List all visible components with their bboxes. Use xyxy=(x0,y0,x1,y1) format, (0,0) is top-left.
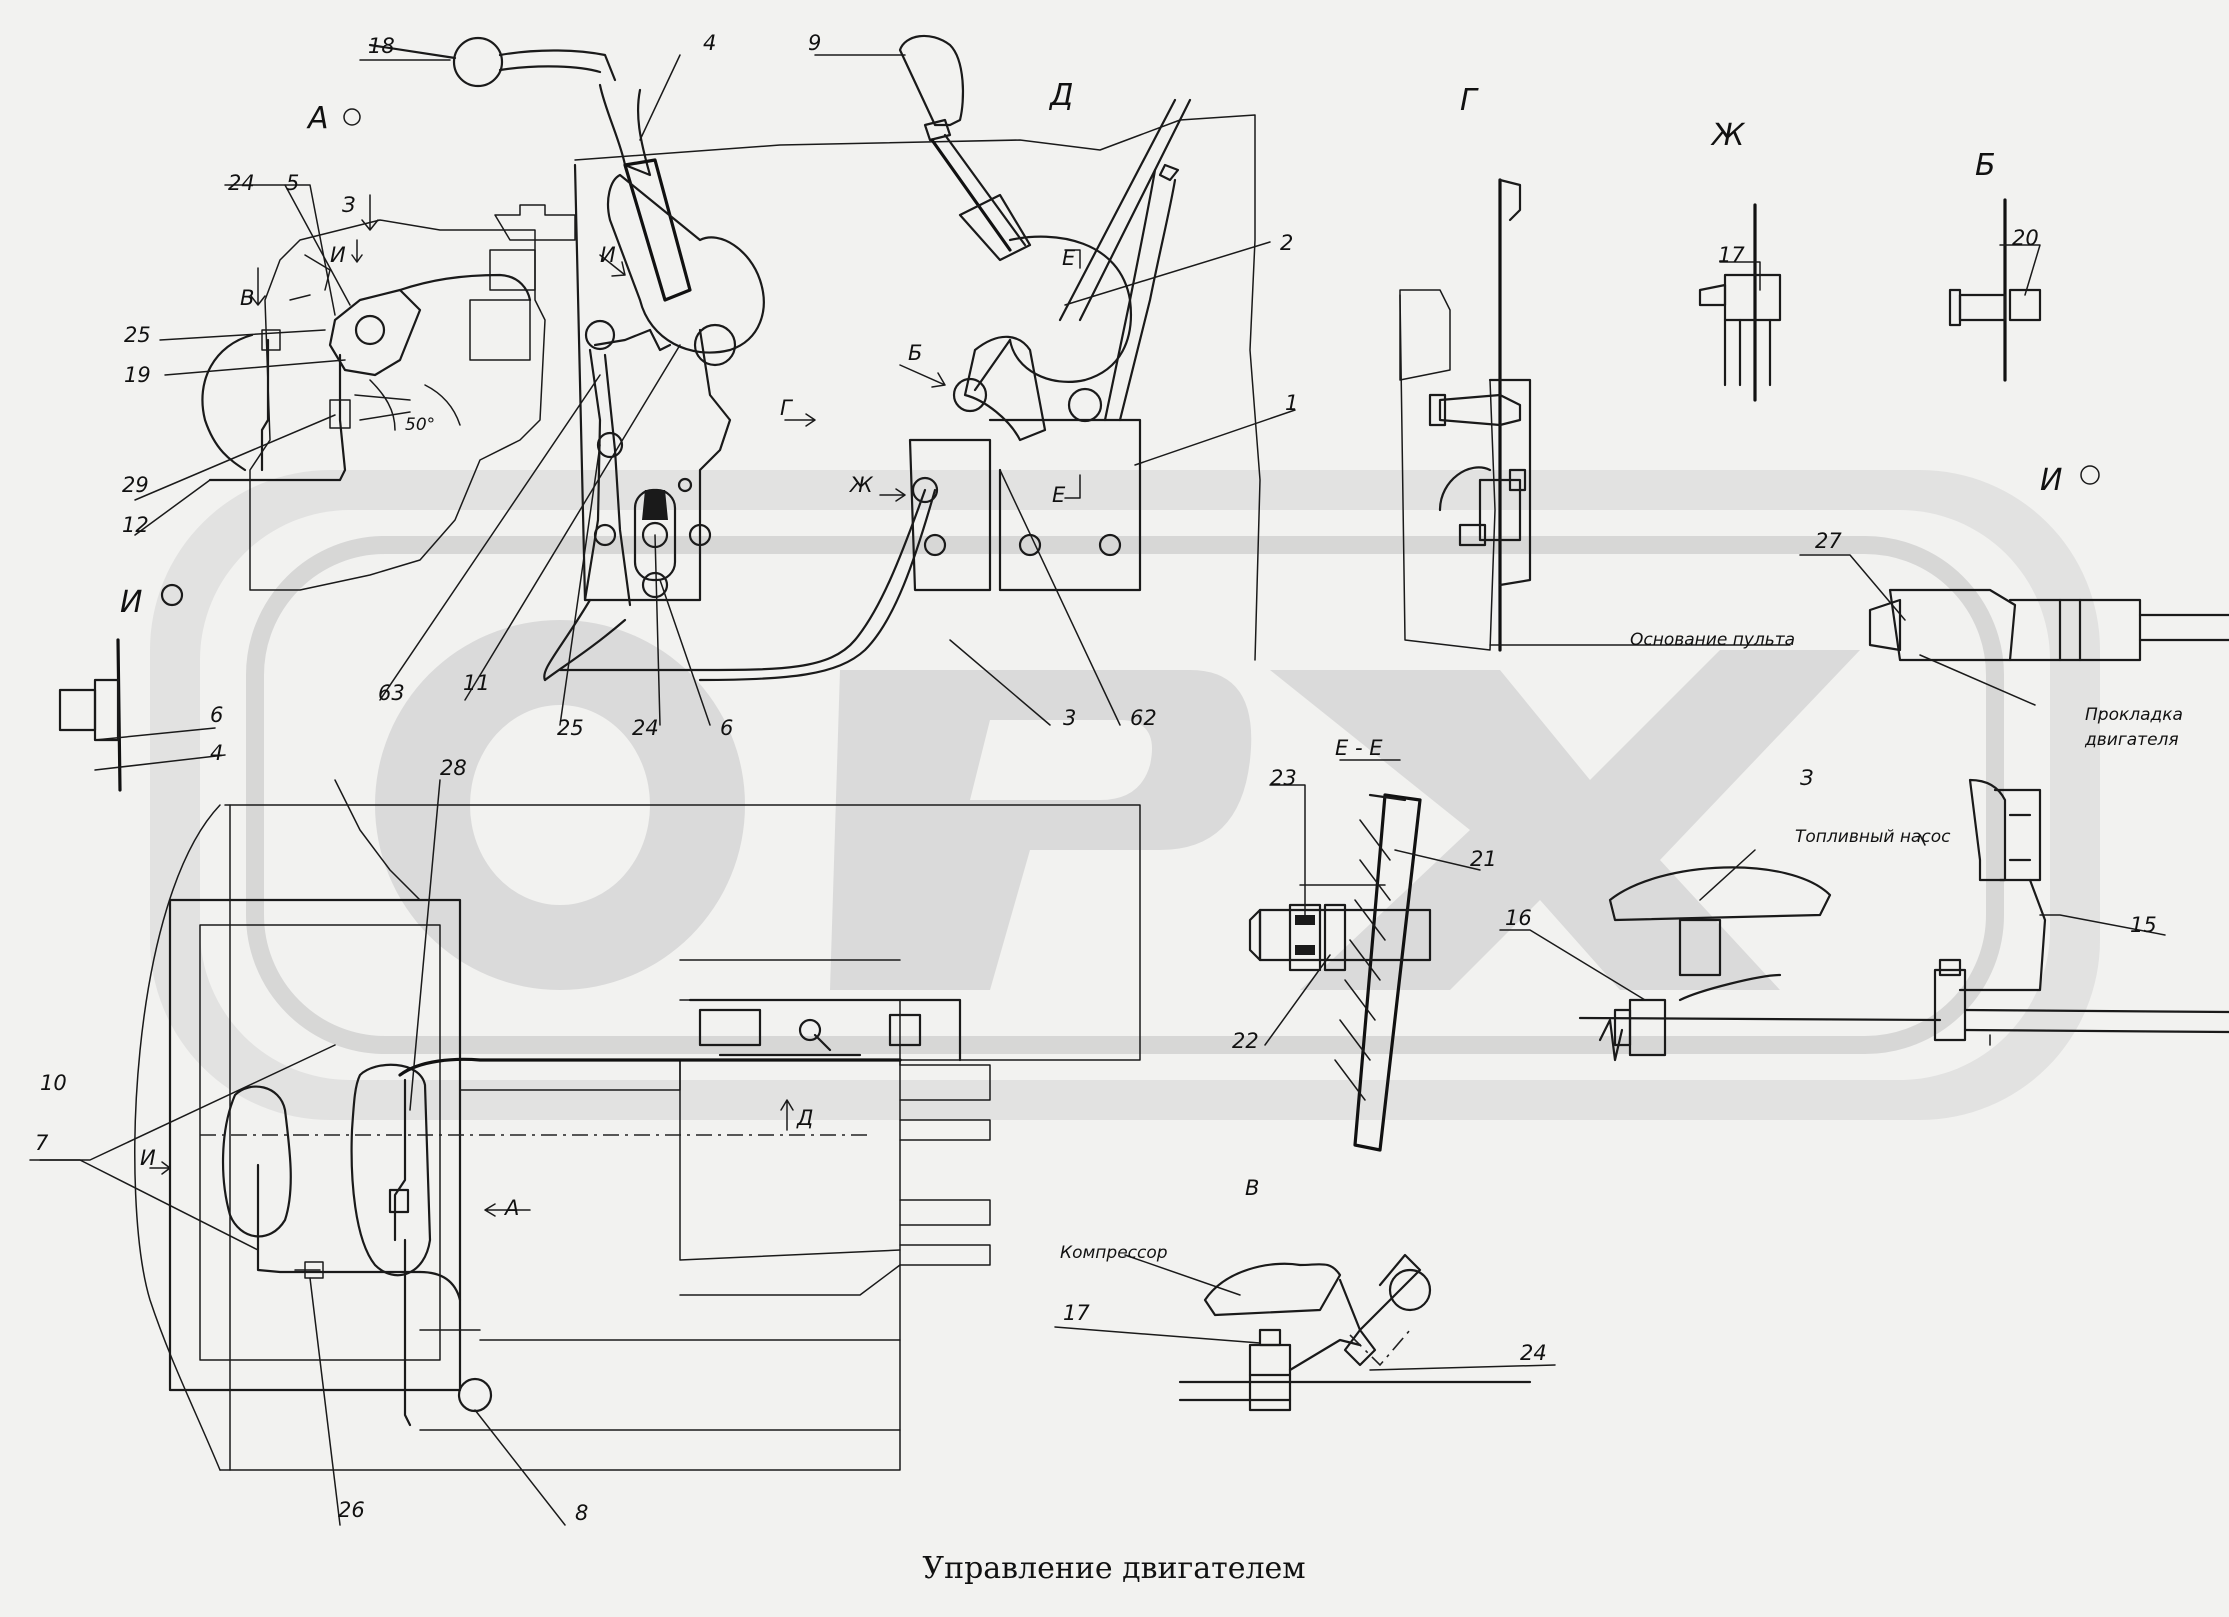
part-label: 4 xyxy=(703,31,716,55)
knob-18 xyxy=(368,36,617,88)
section-ee xyxy=(1248,793,1432,1152)
part-label: 17 xyxy=(1063,1301,1090,1325)
part-label: 24 xyxy=(1520,1341,1547,1365)
view-label: Е - Е xyxy=(1335,736,1383,760)
hand-lever-assembly xyxy=(558,34,1192,682)
part-label: 63 xyxy=(378,681,405,705)
view-label: Г xyxy=(780,396,794,420)
part-label: 11 xyxy=(463,671,490,695)
annotations: Основание пульта Прокладка двигателя Топ… xyxy=(405,415,2183,1263)
view-i-right xyxy=(1868,588,2229,662)
part-label: 4 xyxy=(210,741,223,765)
view-label: Д xyxy=(796,1106,813,1130)
part-label: 28 xyxy=(440,756,467,780)
part-label: 1 xyxy=(1285,391,1298,415)
view-label: И xyxy=(140,1146,156,1170)
view-letter-labels: А Д Г Ж Б И И З В И И Б Г Ж Е Е Е - Е З … xyxy=(120,78,2062,1220)
part-label: 6 xyxy=(210,703,223,727)
part-label: 2 xyxy=(1280,231,1293,255)
watermark-logo xyxy=(150,470,2100,1120)
part-label: 26 xyxy=(338,1498,365,1522)
part-label: 8 xyxy=(575,1501,588,1525)
fuel-pump-note: Топливный насос xyxy=(1795,827,1951,847)
part-label: 6 xyxy=(720,716,733,740)
view-label: И xyxy=(2040,463,2062,498)
view-markers xyxy=(149,108,2100,1217)
part-label: 25 xyxy=(124,323,151,347)
view-g-panel xyxy=(1399,178,1532,652)
part-label: 23 xyxy=(1270,766,1297,790)
view-label: Ж xyxy=(1710,118,1746,153)
part-label: 25 xyxy=(557,716,584,740)
part-label: 22 xyxy=(1232,1029,1259,1053)
part-label: 7 xyxy=(35,1131,49,1155)
panel-base-note: Основание пульта xyxy=(1630,630,1795,650)
view-label: Б xyxy=(908,341,922,365)
part-label: 12 xyxy=(122,513,149,537)
view-label: Ж xyxy=(848,473,874,497)
view-label: И xyxy=(330,243,346,267)
view-label: З xyxy=(342,193,355,217)
part-label: 17 xyxy=(1718,243,1745,267)
view-label: Д xyxy=(1048,78,1073,113)
part-label: 18 xyxy=(368,34,395,58)
view-label: И xyxy=(120,585,142,620)
view-label: В xyxy=(240,286,254,310)
part-label: 24 xyxy=(228,171,255,195)
part-label: 16 xyxy=(1505,906,1532,930)
engine-gasket-note: двигателя xyxy=(2084,730,2179,750)
view-label: А xyxy=(503,1196,519,1220)
part-label: 27 xyxy=(1815,529,1842,553)
view-i-circle-icon xyxy=(2080,465,2100,485)
view-label: Е xyxy=(1062,246,1076,270)
leader-lines xyxy=(29,54,2166,1526)
view-a-circle-icon xyxy=(343,108,361,126)
view-label: З xyxy=(1800,766,1813,790)
view-b xyxy=(1948,198,2042,382)
part-label: 19 xyxy=(124,363,151,387)
angle-note: 50° xyxy=(405,415,435,435)
view-v-compressor xyxy=(1178,1253,1532,1412)
view-label: В xyxy=(1245,1176,1259,1200)
view-zh xyxy=(1698,203,1782,402)
part-label: 20 xyxy=(2012,226,2039,250)
view-label: А xyxy=(306,101,329,136)
part-label: 3 xyxy=(1063,706,1076,730)
view-label: Г xyxy=(1460,83,1479,118)
engine-compartment-plan xyxy=(134,779,1141,1471)
part-label: 21 xyxy=(1470,847,1497,871)
part-label: 10 xyxy=(40,1071,67,1095)
part-label: 9 xyxy=(808,31,821,55)
compressor-note: Компрессор xyxy=(1060,1243,1168,1263)
part-label: 62 xyxy=(1130,706,1157,730)
view-label: Б xyxy=(1975,148,1996,183)
part-label: 5 xyxy=(286,171,299,195)
page-title: Управление двигателем xyxy=(922,1551,1305,1586)
view-label: И xyxy=(600,243,616,267)
view-label: Е xyxy=(1052,483,1066,507)
part-label: 29 xyxy=(122,473,149,497)
part-label: 15 xyxy=(2130,913,2157,937)
part-number-labels: 18 4 9 2 1 24 5 25 19 29 12 63 11 25 24 … xyxy=(35,31,2157,1525)
view-z-fuel-pump xyxy=(1578,778,2229,1062)
view-a-assembly xyxy=(201,204,576,591)
engine-gasket-note: Прокладка xyxy=(2085,705,2183,725)
view-i-left xyxy=(58,638,122,792)
part-label: 24 xyxy=(632,716,659,740)
